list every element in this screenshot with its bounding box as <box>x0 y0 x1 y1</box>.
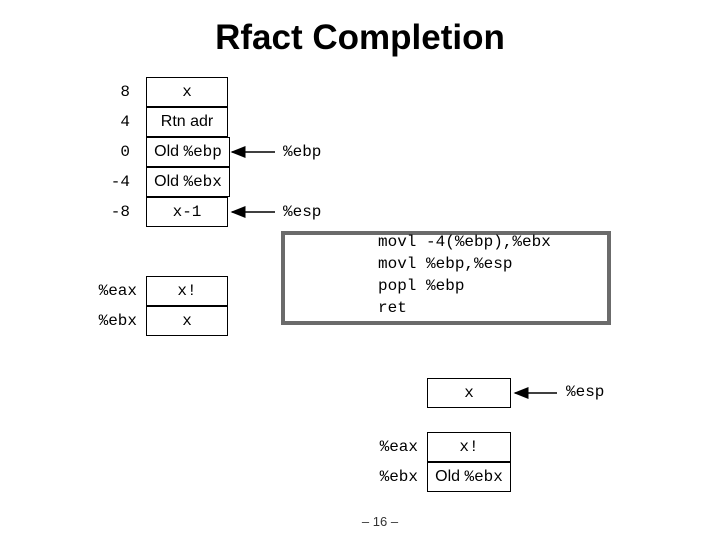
cell-prefix: Old <box>435 468 465 485</box>
after-stack-cell: x <box>427 378 511 408</box>
register-name: %eax <box>98 282 137 300</box>
stack-cell: x-1 <box>146 197 228 227</box>
stack-cell: Old %ebp <box>146 137 230 167</box>
stack-offset: -8 <box>110 203 130 221</box>
register-value: x! <box>427 432 511 462</box>
code-line: popl %ebp <box>378 277 465 295</box>
stack-offset: 4 <box>120 113 130 131</box>
register-value: x! <box>146 276 228 306</box>
ebp-pointer-label: %ebp <box>283 143 322 161</box>
stack-cell: Old %ebx <box>146 167 230 197</box>
cell-register: %ebx <box>183 173 222 191</box>
after-esp-label: %esp <box>566 383 605 401</box>
page-number: – 16 – <box>361 514 399 529</box>
register-name: %ebx <box>98 312 137 330</box>
stack-cell: Rtn adr <box>146 107 228 137</box>
esp-pointer-label: %esp <box>283 203 322 221</box>
stack-offset: 0 <box>120 143 130 161</box>
stack-cell: x <box>146 77 228 107</box>
stack-offset: -4 <box>110 173 130 191</box>
slide-title: Rfact Completion <box>215 18 505 57</box>
code-box <box>281 231 611 325</box>
code-line: movl -4(%ebp),%ebx <box>378 233 551 251</box>
stack-offset: 8 <box>120 83 130 101</box>
register-value: Old %ebx <box>427 462 511 492</box>
code-line: ret <box>378 299 407 317</box>
code-line: movl %ebp,%esp <box>378 255 513 273</box>
cell-register: %ebx <box>464 468 503 486</box>
register-name: %eax <box>379 438 418 456</box>
cell-prefix: Old <box>154 173 184 190</box>
register-name: %ebx <box>379 468 418 486</box>
cell-prefix: Old <box>154 143 184 160</box>
register-value: x <box>146 306 228 336</box>
cell-register: %ebp <box>183 143 222 161</box>
